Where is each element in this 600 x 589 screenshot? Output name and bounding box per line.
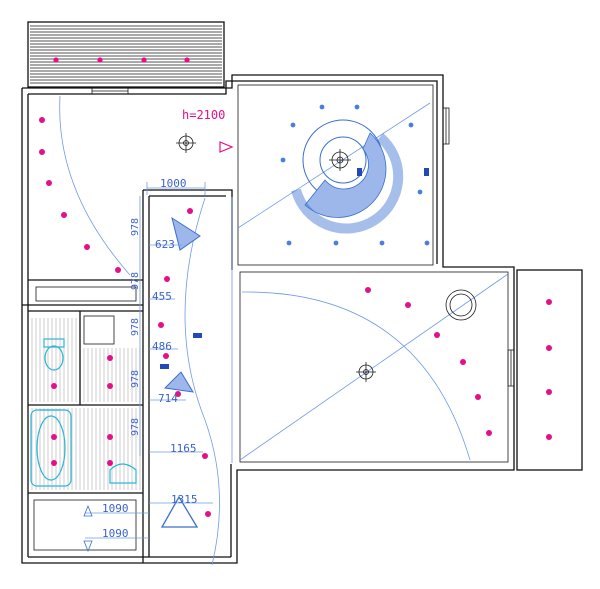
downlight-icon — [84, 244, 90, 250]
downlight-icon — [424, 240, 430, 246]
arrow-icon — [83, 540, 93, 553]
outer-walls — [21, 74, 583, 564]
dimension-label: 714 — [158, 392, 178, 405]
downlight-icon — [546, 345, 552, 351]
downlight-icon — [365, 287, 371, 293]
downlight-icon — [51, 460, 57, 466]
dimension-label: 1090 — [102, 502, 129, 515]
dimension-label: 1090 — [102, 527, 129, 540]
downlight-icon — [286, 240, 292, 246]
top-right-room — [237, 102, 431, 246]
dimension-label: 978 — [130, 272, 141, 290]
dimension-label: 978 — [130, 218, 141, 236]
downlight-icon — [107, 355, 113, 361]
downlight-icon — [107, 460, 113, 466]
downlight-icon — [39, 149, 45, 155]
middle-right-room — [239, 273, 552, 461]
downlight-icon — [280, 157, 286, 163]
ceiling-light-fixture-icon — [176, 133, 196, 153]
dimension-label: 486 — [152, 340, 172, 353]
downlight-icon — [202, 453, 208, 459]
downlight-icon — [434, 332, 440, 338]
downlight-icon — [546, 299, 552, 305]
downlight-icon — [115, 267, 121, 273]
downlight-icon — [486, 430, 492, 436]
downlight-icon — [53, 57, 59, 63]
ceiling-light-fixture-icon — [356, 362, 376, 382]
downlight-icon — [187, 208, 193, 214]
downlight-icon — [354, 104, 360, 110]
downlight-icon — [333, 240, 339, 246]
downlight-icon — [46, 180, 52, 186]
downlight-icon — [475, 394, 481, 400]
downlight-icon — [460, 359, 466, 365]
downlight-icon — [319, 104, 325, 110]
dimensions: 1000 978 978 978 978 978 623 455 486 714… — [83, 177, 213, 553]
downlight-icon — [184, 57, 190, 63]
downlight-icon — [107, 383, 113, 389]
dimension-label: 1315 — [171, 493, 198, 506]
downlight-icon — [546, 434, 552, 440]
dimension-label: 1000 — [160, 177, 187, 190]
ceiling-light-fixture-icon — [329, 149, 351, 171]
top-balcony — [27, 21, 225, 88]
dimension-label: 455 — [152, 290, 172, 303]
dimension-label: 978 — [130, 318, 141, 336]
downlight-icon — [51, 383, 57, 389]
downlight-icon — [51, 434, 57, 440]
downlight-icon — [97, 57, 103, 63]
downlight-icon — [379, 240, 385, 246]
downlight-icon — [546, 389, 552, 395]
dimension-label: 978 — [130, 370, 141, 388]
left-bedroom: h=2100 — [39, 95, 234, 276]
downlight-icon — [408, 122, 414, 128]
arrow-icon — [83, 504, 93, 517]
downlight-icon — [61, 212, 67, 218]
inner-walls — [22, 84, 509, 563]
bathroom — [30, 315, 141, 490]
downlight-icon — [163, 353, 169, 359]
height-annotation: h=2100 — [182, 108, 225, 122]
corridor — [158, 197, 233, 566]
downlight-icon — [39, 117, 45, 123]
downlight-icon — [290, 122, 296, 128]
downlight-icon — [417, 189, 423, 195]
downlight-icon — [205, 511, 211, 517]
dimension-label: 1165 — [170, 442, 197, 455]
downlight-icon — [175, 391, 181, 397]
dimension-label: 623 — [155, 238, 175, 251]
downlight-icon — [141, 57, 147, 63]
downlight-icon — [164, 276, 170, 282]
downlight-icon — [405, 302, 411, 308]
dimension-label: 978 — [130, 418, 141, 436]
downlight-icon — [158, 322, 164, 328]
arrow-icon — [219, 141, 234, 153]
downlight-icon — [107, 434, 113, 440]
